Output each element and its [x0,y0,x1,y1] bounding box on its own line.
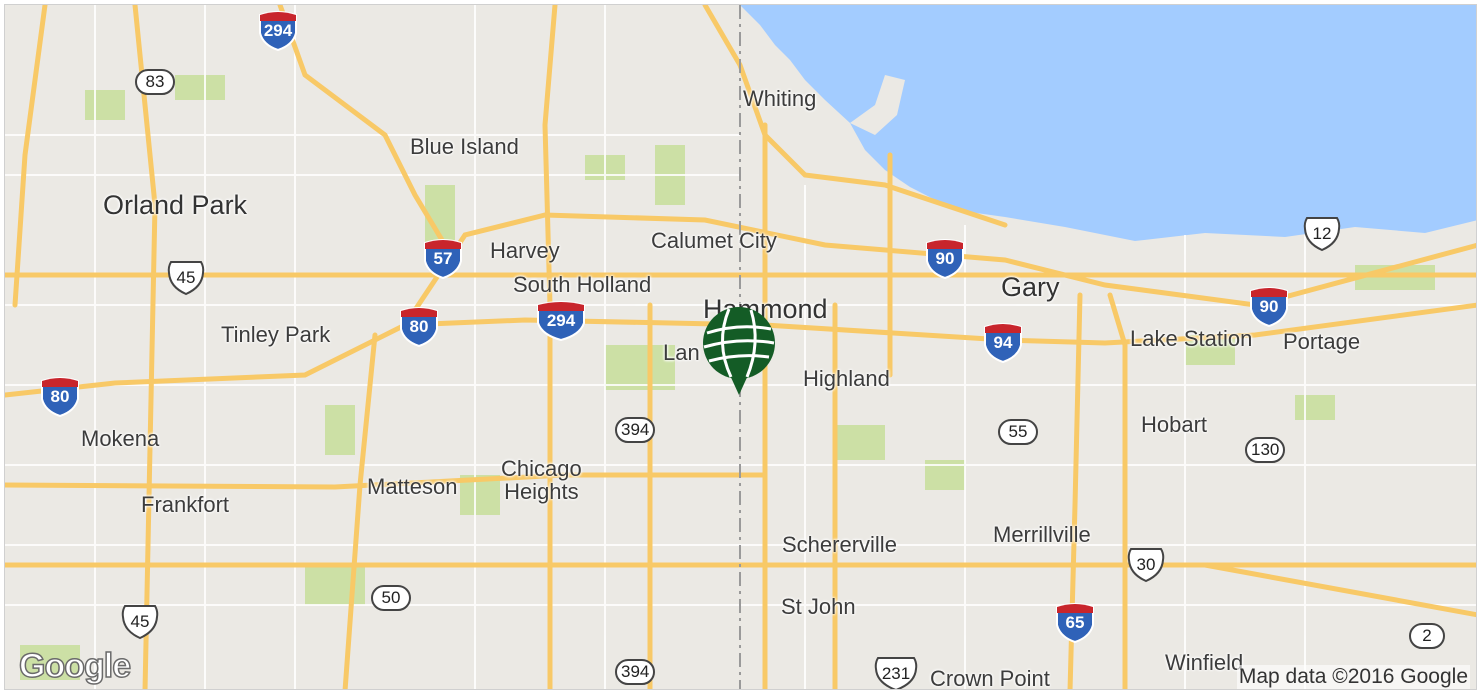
state-route-oval-394-south: 394 [615,659,656,685]
us-route-shield-45-north: 45 [165,259,207,297]
interstate-shield-90-east: 90 [1248,287,1290,327]
interstate-shield-icon [400,307,438,347]
interstate-shield-icon [926,239,964,279]
city-label-highland: Highland [803,366,890,391]
parks [20,75,1435,680]
interstate-shield-80-west: 80 [39,377,81,417]
interstate-shield-80-center: 80 [398,307,440,347]
city-label-orland-park: Orland Park [103,190,248,220]
city-label-winfield: Winfield [1165,650,1244,675]
interstate-shield-icon [1056,603,1094,643]
interstate-shield-94: 94 [982,323,1024,363]
us-route-number: 45 [130,612,150,631]
interstate-number: 57 [433,249,453,268]
us-route-number: 12 [1312,224,1332,243]
us-route-number: 231 [881,664,911,683]
us-route-shield-icon [1127,548,1165,583]
city-label-crown-point: Crown Point [930,666,1050,690]
map-canvas[interactable]: Orland Park Blue Island Whiting Harvey C… [4,4,1477,690]
us-route-shield-icon [874,657,918,689]
city-label-lansing: Lan [663,340,700,365]
interstate-shield-icon [1250,287,1288,327]
state-route-oval-55: 55 [998,419,1038,445]
interstate-number: 80 [409,317,429,336]
interstate-number: 90 [1259,297,1279,316]
interstate-shield-icon [41,377,79,417]
basemap [5,5,1476,689]
city-label-merrillville: Merrillville [993,522,1091,547]
interstate-number: 294 [546,311,576,330]
us-route-shield-12: 12 [1301,215,1343,253]
interstate-shield-icon [424,239,462,279]
interstate-shield-icon [259,11,297,51]
us-route-shield-231: 231 [872,655,918,689]
interstate-shield-57: 57 [422,239,464,279]
city-label-mokena: Mokena [81,426,160,451]
interstate-shield-icon [537,301,585,341]
lake-michigan [740,5,1476,241]
state-route-oval-83: 83 [135,69,175,95]
minor-streets [5,5,1476,689]
interstate-shield-65: 65 [1054,603,1096,643]
state-route-oval-2: 2 [1409,623,1445,649]
state-route-oval-394-north: 394 [615,417,656,443]
city-label-tinley-park: Tinley Park [221,322,331,347]
city-label-harvey: Harvey [490,238,560,263]
city-label-st-john: St John [781,594,856,619]
city-label-south-holland: South Holland [513,272,652,297]
interstate-shield-90-west: 90 [924,239,966,279]
interstate-number: 94 [993,333,1013,352]
city-label-schererville: Schererville [782,532,897,557]
interstate-shield-294-south: 294 [535,301,585,341]
interstate-number: 80 [50,387,70,406]
us-route-shield-icon [1303,217,1341,252]
interstate-shield-icon [984,323,1022,363]
map-attribution[interactable]: Map data ©2016 Google [1236,665,1470,689]
globe-pin-icon [703,307,775,395]
city-label-blue-island: Blue Island [410,134,519,159]
city-label-whiting: Whiting [743,86,817,111]
harbor-land [850,75,905,135]
interstate-number: 294 [263,21,293,40]
city-label-gary: Gary [1001,272,1060,302]
city-label-chicago-heights: Chicago Heights [501,457,582,503]
state-route-oval-50: 50 [371,585,411,611]
city-label-chicago: Chicago [501,456,582,481]
city-label-frankfort: Frankfort [141,492,230,517]
interstate-number: 90 [935,249,955,268]
us-route-number: 45 [176,268,196,287]
us-route-shield-icon [121,605,159,640]
city-label-heights: Heights [504,479,579,505]
google-logo[interactable]: Google [18,646,132,686]
state-route-oval-130: 130 [1245,437,1286,463]
highways [5,5,1476,689]
city-label-hobart: Hobart [1141,412,1208,437]
city-label-calumet-city: Calumet City [651,228,777,253]
us-route-shield-icon [167,261,205,296]
interstate-shield-294-north: 294 [257,11,299,51]
city-label-matteson: Matteson [367,474,458,499]
interstate-number: 65 [1065,613,1085,632]
city-label-portage: Portage [1283,329,1361,354]
city-label-lake-station: Lake Station [1130,326,1253,351]
us-route-number: 30 [1136,555,1156,574]
us-route-shield-30: 30 [1125,546,1167,584]
us-route-shield-45-south: 45 [119,603,161,641]
location-marker[interactable] [699,305,779,400]
